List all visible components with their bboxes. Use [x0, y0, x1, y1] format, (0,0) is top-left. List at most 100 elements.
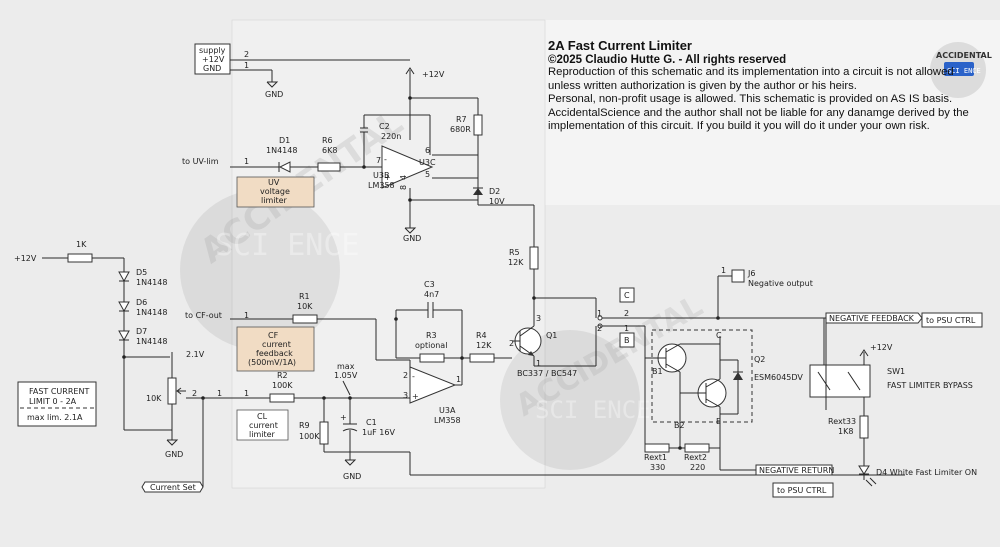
svg-text:C1: C1 — [366, 418, 377, 427]
svg-text:R9: R9 — [299, 421, 310, 430]
svg-text:4: 4 — [399, 175, 408, 180]
svg-text:to UV-lim: to UV-lim — [182, 157, 219, 166]
svg-text:D1: D1 — [279, 136, 290, 145]
svg-text:D4 White Fast Limiter ON: D4 White Fast Limiter ON — [876, 468, 977, 477]
svg-text:FAST LIMITER BYPASS: FAST LIMITER BYPASS — [887, 381, 973, 390]
svg-text:Rext33: Rext33 — [828, 417, 856, 426]
svg-text:(500mV/1A): (500mV/1A) — [248, 358, 296, 367]
svg-text:D5: D5 — [136, 268, 147, 277]
svg-text:7: 7 — [376, 156, 381, 165]
page-title: 2A Fast Current Limiter — [548, 38, 692, 53]
svg-text:CL: CL — [257, 412, 268, 421]
svg-text:U3C: U3C — [419, 158, 436, 167]
svg-text:5: 5 — [425, 170, 430, 179]
svg-text:2: 2 — [597, 324, 602, 333]
svg-text:SW1: SW1 — [887, 367, 905, 376]
svg-text:max: max — [337, 362, 355, 371]
svg-text:D7: D7 — [136, 327, 147, 336]
svg-text:2: 2 — [624, 309, 629, 318]
notice-disclaimer: Personal, non-profit usage is allowed. T… — [548, 93, 969, 132]
svg-text:to CF-out: to CF-out — [185, 311, 222, 320]
svg-text:+: + — [340, 413, 347, 422]
svg-text:GND: GND — [343, 472, 361, 481]
svg-text:3: 3 — [403, 391, 408, 400]
svg-text:2: 2 — [244, 50, 249, 59]
svg-text:D2: D2 — [489, 187, 500, 196]
svg-text:Rext2: Rext2 — [684, 453, 707, 462]
svg-text:220n: 220n — [381, 132, 401, 141]
svg-text:6: 6 — [425, 146, 430, 155]
svg-text:to PSU CTRL: to PSU CTRL — [777, 486, 827, 495]
svg-text:10K: 10K — [297, 302, 313, 311]
svg-text:B1: B1 — [652, 367, 663, 376]
svg-text:LIMIT 0 - 2A: LIMIT 0 - 2A — [29, 397, 77, 406]
svg-text:GND: GND — [203, 64, 221, 73]
cl-section: to CF-out 1 R1 10K C3 4n7 R3 optional - … — [185, 200, 905, 481]
svg-text:GND: GND — [265, 90, 283, 99]
output-section: C B 1 2 2 1 1 J6 Negative output NEGATIV… — [597, 266, 983, 498]
svg-text:C2: C2 — [379, 122, 390, 131]
svg-text:LM358: LM358 — [434, 416, 461, 425]
svg-text:6K8: 6K8 — [322, 146, 337, 155]
svg-text:R6: R6 — [322, 136, 333, 145]
watermark-text-bottom-2: SCI ENCE — [535, 396, 651, 424]
svg-text:1N4148: 1N4148 — [266, 146, 297, 155]
svg-text:U3B: U3B — [373, 171, 389, 180]
svg-text:Q2: Q2 — [754, 355, 765, 364]
svg-text:J6: J6 — [747, 269, 755, 278]
svg-text:Current Set: Current Set — [150, 483, 196, 492]
svg-text:1: 1 — [624, 324, 629, 333]
svg-text:1: 1 — [217, 389, 222, 398]
svg-text:1K: 1K — [76, 240, 87, 249]
svg-text:R1: R1 — [299, 292, 310, 301]
svg-text:680R: 680R — [450, 125, 471, 134]
svg-text:GND: GND — [403, 234, 421, 243]
svg-text:GND: GND — [165, 450, 183, 459]
svg-text:1: 1 — [597, 309, 602, 318]
svg-text:8: 8 — [399, 185, 408, 190]
svg-text:1: 1 — [536, 359, 541, 368]
svg-text:+12V: +12V — [14, 254, 37, 263]
svg-text:330: 330 — [650, 463, 665, 472]
supply-connector: supply +12V GND 2 1 GND — [194, 43, 410, 99]
accidental-science-logo: ACCIDENTAL SCI ENCE — [930, 42, 992, 98]
svg-text:1K8: 1K8 — [838, 427, 853, 436]
svg-text:1: 1 — [244, 389, 249, 398]
svg-text:C3: C3 — [424, 280, 435, 289]
note-fast-current: FAST CURRENT LIMIT 0 - 2A max lim. 2.1A — [17, 381, 97, 427]
reference-section: +12V 1K D5 1N4148 D6 1N4148 D7 1N4148 2.… — [14, 240, 270, 493]
svg-text:R3: R3 — [426, 331, 437, 340]
header-info: 2A Fast Current Limiter ©2025 Claudio Hu… — [548, 38, 988, 134]
svg-text:U3A: U3A — [439, 406, 456, 415]
svg-text:100K: 100K — [272, 381, 293, 390]
svg-text:R5: R5 — [509, 248, 520, 257]
svg-text:1N4148: 1N4148 — [136, 308, 167, 317]
svg-text:Q1: Q1 — [546, 331, 557, 340]
svg-text:10V: 10V — [489, 197, 505, 206]
svg-text:optional: optional — [415, 341, 447, 350]
svg-text:Rext1: Rext1 — [644, 453, 667, 462]
svg-text:12K: 12K — [476, 341, 492, 350]
note-cl-limiter: CL current limiter — [236, 409, 289, 441]
svg-text:feedback: feedback — [256, 349, 293, 358]
svg-text:1N4148: 1N4148 — [136, 278, 167, 287]
notice-reproduction: Reproduction of this schematic and its i… — [548, 66, 954, 92]
watermark-text-bottom: SCI ENCE — [215, 228, 360, 263]
svg-text:limiter: limiter — [261, 196, 288, 205]
svg-text:R7: R7 — [456, 115, 467, 124]
svg-text:+: + — [384, 173, 391, 182]
svg-text:1: 1 — [456, 375, 461, 384]
svg-text:2: 2 — [509, 339, 514, 348]
svg-text:limiter: limiter — [249, 430, 276, 439]
svg-text:220: 220 — [690, 463, 705, 472]
svg-text:CF: CF — [268, 331, 279, 340]
svg-text:B2: B2 — [674, 421, 685, 430]
svg-text:Negative output: Negative output — [748, 279, 813, 288]
svg-text:+12V: +12V — [422, 70, 445, 79]
svg-text:E: E — [716, 417, 721, 426]
svg-text:voltage: voltage — [260, 187, 290, 196]
svg-text:LM358: LM358 — [368, 181, 395, 190]
svg-text:-: - — [384, 155, 387, 164]
